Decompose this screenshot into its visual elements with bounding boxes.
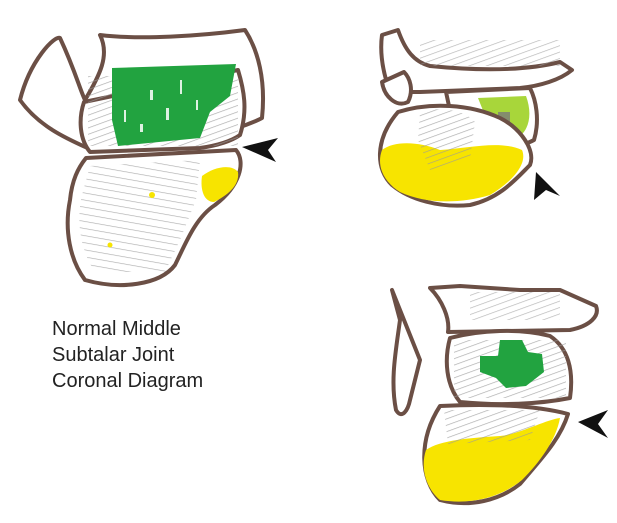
panel-bottom-right xyxy=(392,286,608,503)
arrowhead-icon xyxy=(242,138,278,162)
caption-line-2: Subtalar Joint xyxy=(52,342,272,368)
caption-line-1: Normal Middle xyxy=(52,316,272,342)
panel-top-left xyxy=(20,30,278,285)
caption-line-3: Coronal Diagram xyxy=(52,368,272,394)
arrowhead-icon-2 xyxy=(534,172,560,200)
arrowhead-icon-3 xyxy=(578,410,608,438)
panel-top-right xyxy=(380,30,572,206)
fibula-outline-3 xyxy=(392,290,420,414)
diagram-caption: Normal Middle Subtalar Joint Coronal Dia… xyxy=(52,316,272,394)
